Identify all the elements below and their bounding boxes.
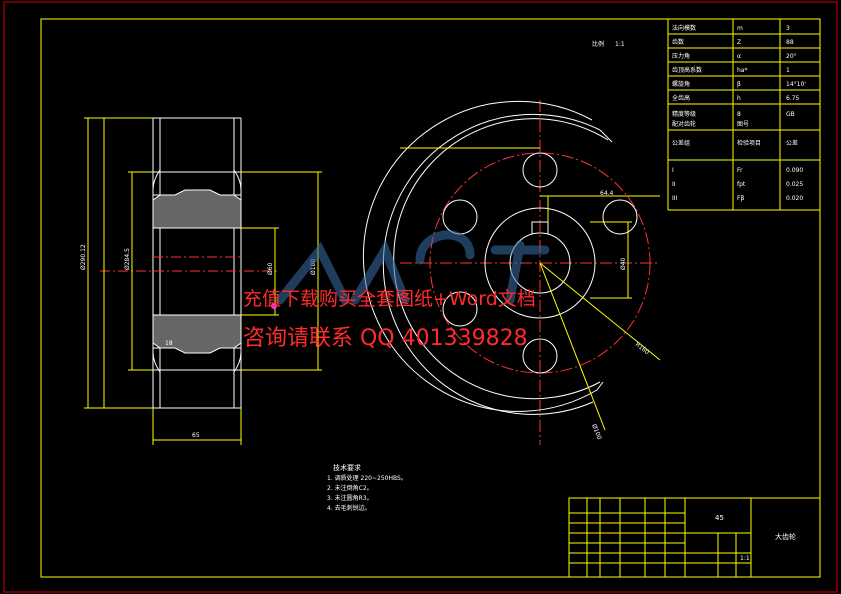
tech-notes-heading: 技术要求	[333, 463, 361, 472]
param-name-0: 法向模数	[672, 24, 696, 32]
param-value-1: 88	[786, 39, 794, 46]
param-name-2: 压力角	[672, 52, 690, 60]
param-symbol-9: Fr	[737, 167, 743, 174]
tech-note-2: 2. 未注倒角C2。	[327, 484, 373, 492]
front-dimensions	[400, 147, 661, 431]
dim-key: 18	[165, 340, 173, 347]
param-value-11: 0.020	[786, 195, 803, 202]
param-name-4: 螺旋角	[672, 80, 690, 88]
param-name-6: 精度等级	[672, 110, 696, 118]
param-value-3: 1	[786, 67, 790, 74]
param-symbol-7: 图号	[737, 121, 749, 128]
front-view	[362, 100, 660, 445]
param-symbol-8: 检验项目	[737, 139, 761, 147]
section-dimensions	[84, 117, 322, 445]
param-symbol-11: Fβ	[737, 195, 744, 202]
dim-tip-diameter: Ø290.12	[80, 244, 87, 270]
title-part-name: 大齿轮	[775, 532, 796, 541]
dim-hole: Ø40	[620, 257, 627, 270]
param-name-1: 齿数	[672, 38, 684, 46]
param-name-10: II	[672, 181, 676, 188]
param-value-5: 6.75	[786, 95, 800, 102]
param-value-8: 公差	[786, 139, 798, 147]
param-name-3: 齿顶高系数	[672, 66, 702, 74]
scale-value: 1:1	[615, 41, 625, 48]
param-name-5: 全齿高	[672, 94, 690, 102]
dim-radius: R160	[634, 341, 651, 356]
param-value-0: 3	[786, 25, 790, 32]
param-table-grid	[667, 19, 820, 211]
param-value-2: 20°	[786, 53, 797, 60]
param-symbol-1: Z	[737, 39, 741, 46]
param-symbol-10: fpt	[737, 181, 746, 188]
front-dim-text: 64.4 Ø40 R160 Ø100	[590, 190, 650, 441]
param-symbol-4: β	[737, 81, 741, 88]
param-symbol-5: h	[737, 95, 741, 102]
title-material: 45	[715, 514, 724, 522]
param-symbol-0: m	[737, 25, 743, 32]
param-symbol-6: 8	[737, 111, 741, 118]
param-symbol-2: α	[737, 53, 741, 60]
magenta-marker	[271, 303, 277, 309]
param-name-11: III	[672, 195, 678, 202]
watermark-line-2: 咨询请联系 QQ 401339828	[243, 326, 528, 351]
watermark-logo	[275, 230, 550, 305]
tech-notes: 技术要求 1. 调质处理 220~250HBS。 2. 未注倒角C2。 3. 未…	[327, 463, 407, 512]
watermark-line-1: 充值下载购买全套图纸+Word文档	[243, 288, 536, 310]
param-value-4: 14°10'	[786, 81, 806, 88]
scale-label: 比例	[592, 40, 604, 48]
dim-bore: Ø60	[267, 262, 274, 275]
tech-note-1: 1. 调质处理 220~250HBS。	[327, 474, 407, 482]
param-name-9: I	[672, 167, 674, 174]
param-table: 法向模数 m 3 齿数 Z 88 压力角 α 20° 齿顶高系数 ha* 1 螺旋角 β 14°10' 全齿高…	[672, 24, 806, 202]
param-value-10: 0.025	[786, 181, 803, 188]
param-value-9: 0.090	[786, 167, 803, 174]
section-hatch	[152, 189, 242, 354]
param-symbol-3: ha*	[737, 67, 747, 74]
tech-note-4: 4. 去毛刺锐边。	[327, 504, 371, 512]
tech-note-3: 3. 未注圆角R3。	[327, 494, 373, 502]
drawing-border	[40, 18, 821, 578]
dim-key-depth: 64.4	[600, 190, 614, 197]
param-value-6: GB	[786, 111, 795, 118]
dim-width: 65	[192, 432, 200, 439]
title-scale: 1:1	[740, 555, 750, 562]
dim-hub: Ø100	[310, 259, 317, 275]
section-dim-text: Ø290.12 Ø284.5 Ø60 Ø100 65 18	[80, 244, 317, 439]
param-name-7: 配对齿轮	[672, 120, 696, 128]
title-block	[568, 497, 821, 578]
param-name-8: 公差组	[672, 139, 690, 147]
outer-frame	[3, 1, 838, 593]
dim-root-diameter: Ø284.5	[124, 248, 131, 270]
dim-outer-radius: Ø100	[590, 423, 603, 441]
